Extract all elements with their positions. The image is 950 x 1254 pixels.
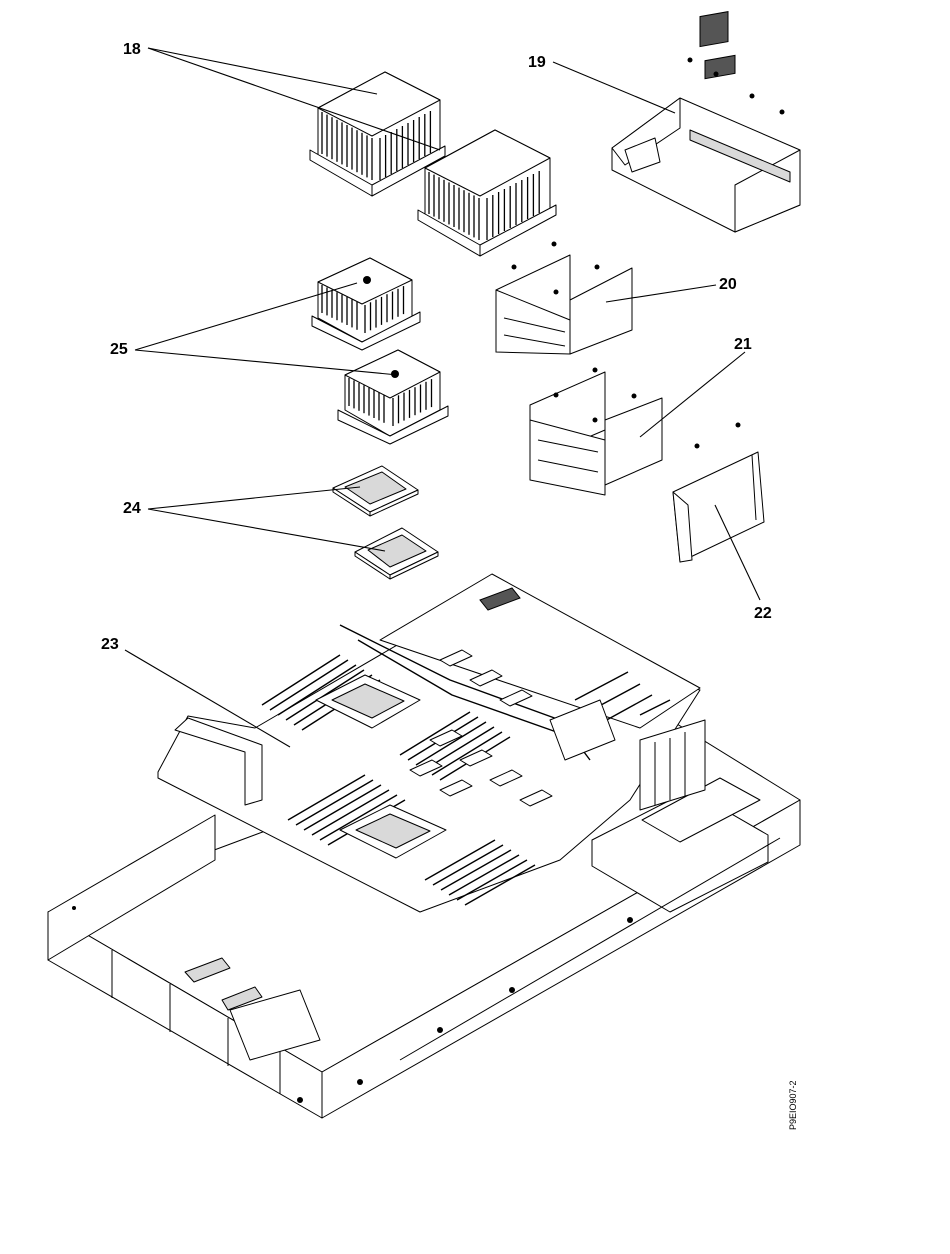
- fan-cage-assembly: [612, 12, 800, 232]
- processor-2: [355, 528, 438, 579]
- callout-label-19: 19: [528, 54, 546, 71]
- heatsink-low-1: [312, 258, 420, 350]
- callout-label-22: 22: [754, 605, 772, 622]
- figure-identifier: P9EIO907-2: [788, 1080, 798, 1130]
- bracket-assembly: [530, 368, 662, 496]
- divider-plate: [673, 423, 764, 563]
- callout-label-25: 25: [110, 341, 128, 358]
- callout-label-24: 24: [123, 500, 141, 517]
- callout-label-23: 23: [101, 636, 119, 653]
- callout-19: 19: [528, 54, 675, 113]
- callout-label-18: 18: [123, 41, 141, 58]
- callout-label-20: 20: [719, 276, 737, 293]
- callout-label-21: 21: [734, 336, 752, 353]
- air-baffle: [496, 242, 632, 355]
- processor-1: [333, 466, 418, 516]
- heatsink-low-2: [338, 350, 448, 444]
